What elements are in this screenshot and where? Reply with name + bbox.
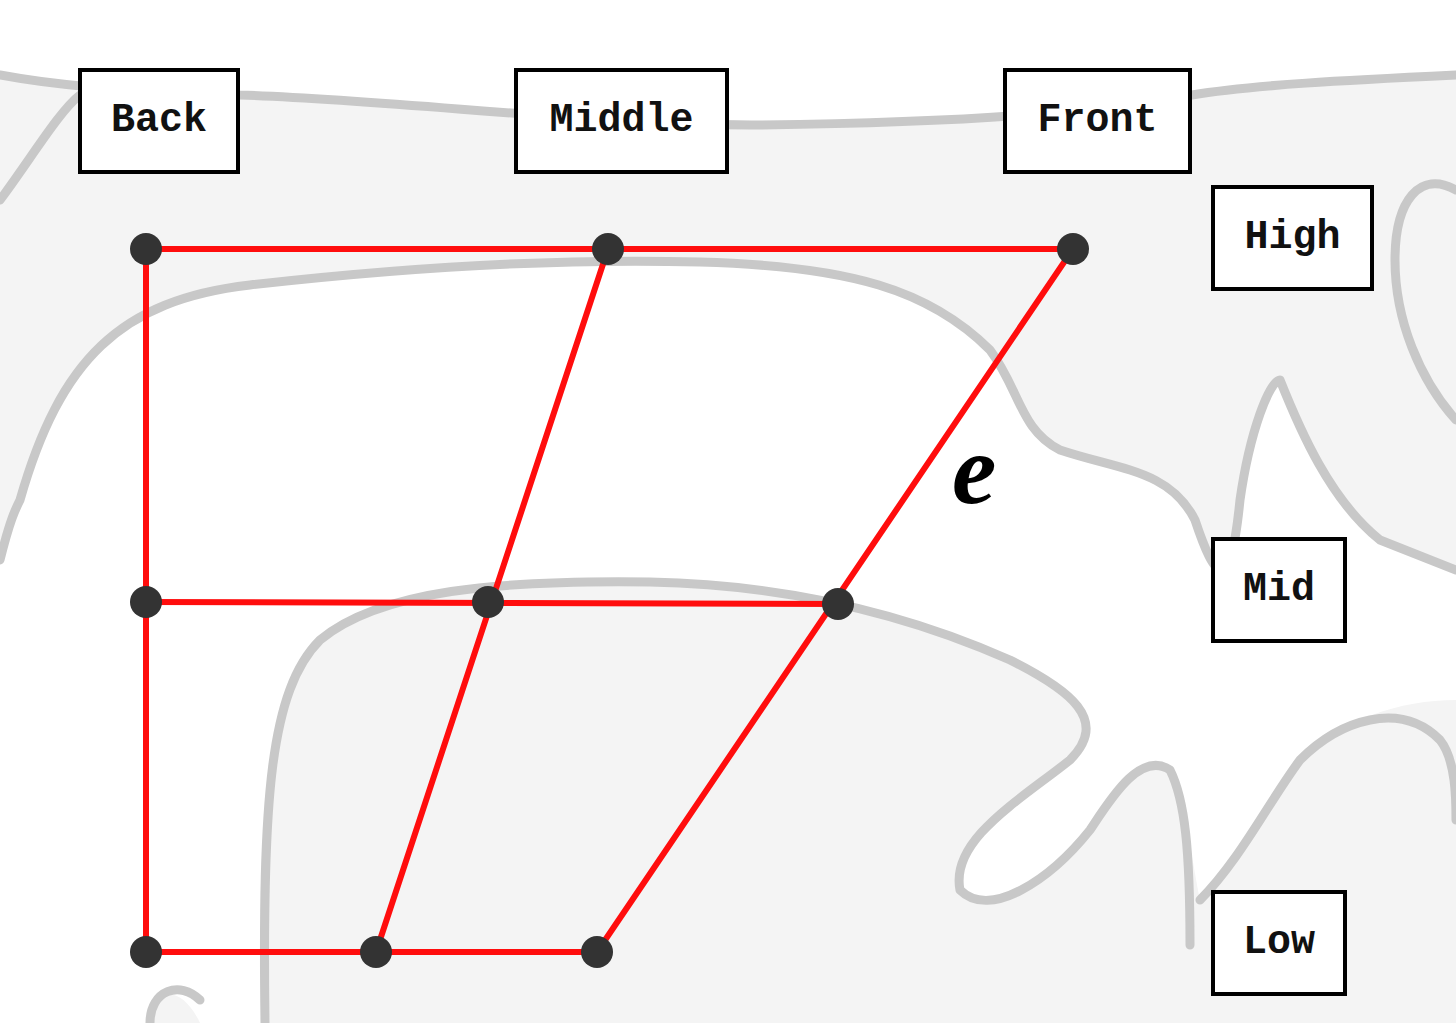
axis-label: Middle (549, 101, 693, 141)
axis-label-box: Middle (514, 68, 729, 174)
axis-label: Back (111, 101, 207, 141)
vowel-point (130, 233, 162, 265)
outline-stroke (0, 261, 1456, 570)
axis-label-box: Back (78, 68, 240, 174)
axis-label: Front (1037, 101, 1157, 141)
outline-stroke (1200, 718, 1456, 900)
vowel-point (1057, 233, 1089, 265)
axis-label-box: High (1211, 185, 1374, 291)
vowel-point (130, 936, 162, 968)
vowel-grid-line (597, 249, 1073, 952)
white-region (0, 261, 1456, 1023)
vowel-point (360, 936, 392, 968)
axis-label-box: Front (1003, 68, 1192, 174)
axis-label-box: Low (1211, 890, 1347, 996)
vowel-point (472, 586, 504, 618)
axis-label-box: Mid (1211, 537, 1347, 643)
vowel-point (581, 936, 613, 968)
outline-stroke (1395, 184, 1456, 420)
axis-label: Mid (1243, 570, 1315, 610)
vowel-grid-line (376, 249, 608, 952)
vowel-point (822, 588, 854, 620)
axis-label: High (1244, 218, 1340, 258)
vowel-point (130, 586, 162, 618)
axis-label: Low (1243, 923, 1315, 963)
outline-stroke (0, 95, 80, 200)
vowel-point (592, 233, 624, 265)
outline-stroke (150, 990, 200, 1023)
outline-stroke (264, 582, 1190, 1023)
vowel-symbol: e (952, 420, 996, 520)
